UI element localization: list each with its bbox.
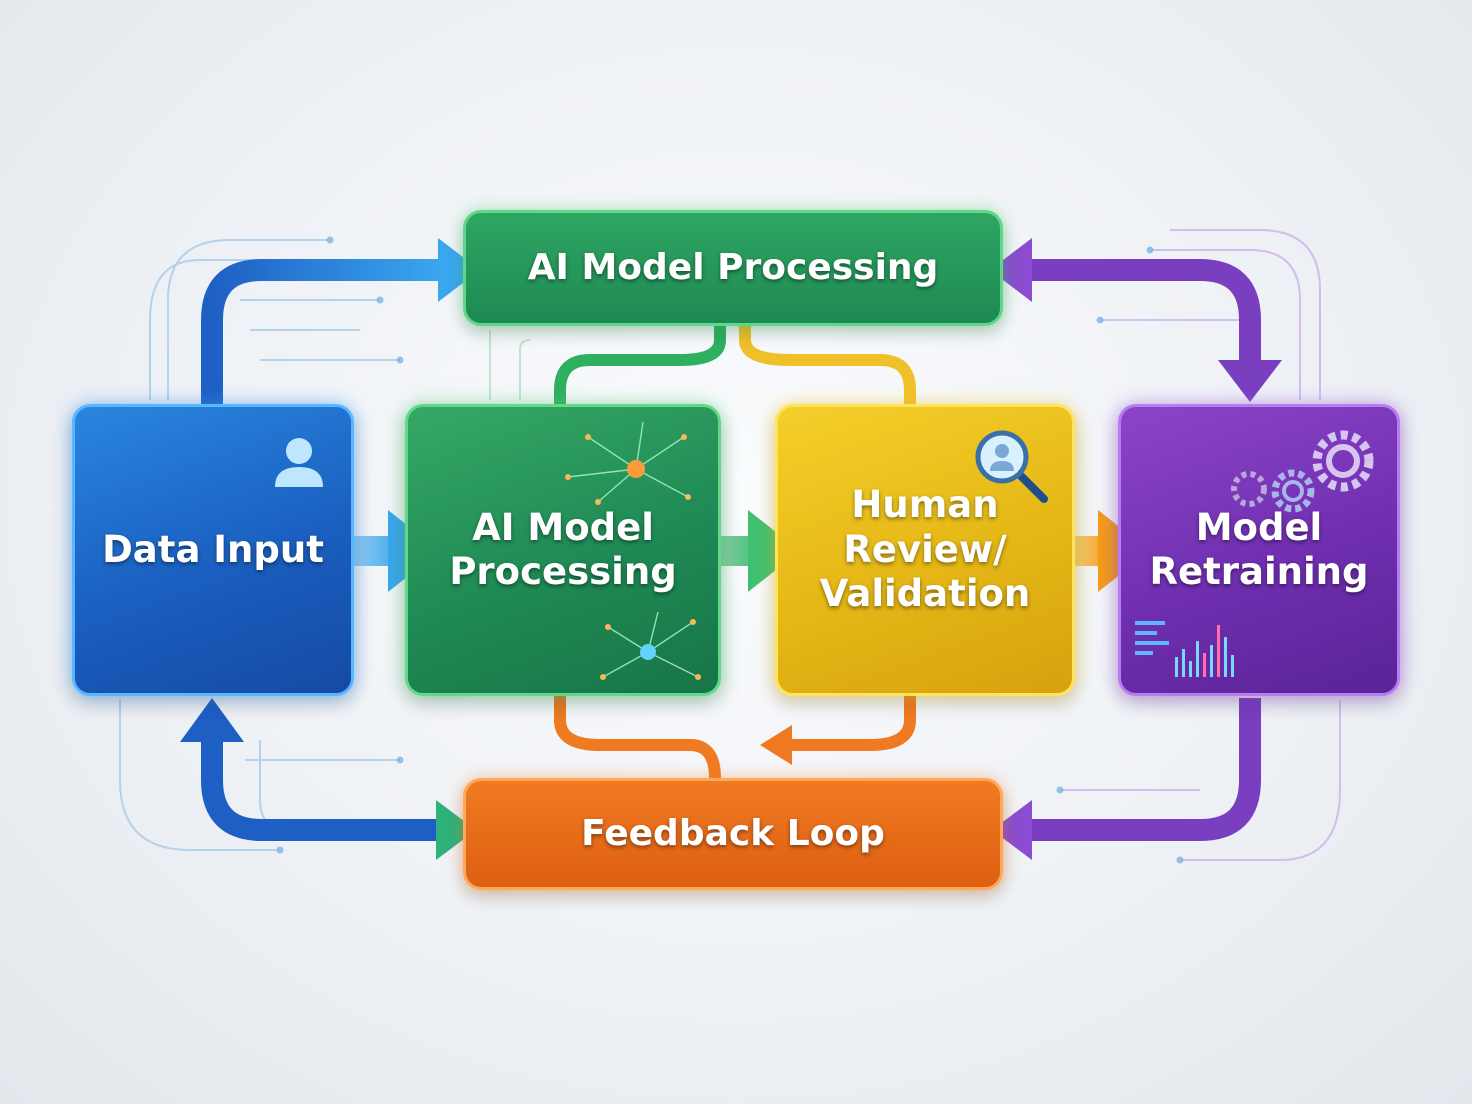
arrow-top-to-retraining [1030, 259, 1261, 360]
arrowhead-down-retraining [1218, 360, 1282, 402]
model-retraining-box: Model Retraining [1118, 404, 1400, 696]
magnifier-user-icon [975, 430, 1048, 503]
human-review-label: Human Review/ Validation [819, 483, 1031, 616]
circuit-lines-center [489, 330, 531, 400]
arrowhead-into-feedback-right [992, 800, 1032, 860]
feedback-loop-label: Feedback Loop [581, 813, 885, 855]
data-input-label: Data Input [102, 527, 324, 571]
bar-chart-icon [1135, 621, 1234, 677]
arrow-processing-to-review [748, 510, 800, 592]
arrowhead-loop-orange [760, 725, 792, 765]
human-review-box: Human Review/ Validation [775, 404, 1075, 696]
arrowhead-top-left [990, 238, 1032, 302]
feedback-loop-box: Feedback Loop [463, 778, 1003, 890]
loop-top-green [554, 326, 726, 404]
top-processing-box: AI Model Processing [463, 210, 1003, 326]
circuit-dots [276, 236, 1184, 864]
arrow-retraining-to-feedback [1030, 698, 1261, 841]
top-processing-label: AI Model Processing [527, 247, 939, 289]
ai-model-processing-label: AI Model Processing [449, 505, 677, 593]
arrowhead-into-feedback [436, 800, 476, 860]
loop-bottom-orange-right [790, 696, 916, 751]
model-retraining-label: Model Retraining [1149, 505, 1369, 593]
ai-model-processing-box: AI Model Processing [405, 404, 721, 696]
arrowhead-data-to-top [438, 238, 480, 302]
loop-bottom-orange [554, 696, 721, 779]
arrowhead-feedback-to-data [180, 698, 244, 742]
loop-top-yellow [739, 326, 916, 404]
arrow-data-to-top [201, 259, 440, 404]
data-input-box: Data Input [72, 404, 354, 696]
user-icon [275, 438, 323, 487]
gears-icon [1231, 430, 1374, 513]
neural-network-icon [565, 421, 701, 680]
arrow-feedback-to-data [201, 740, 440, 841]
